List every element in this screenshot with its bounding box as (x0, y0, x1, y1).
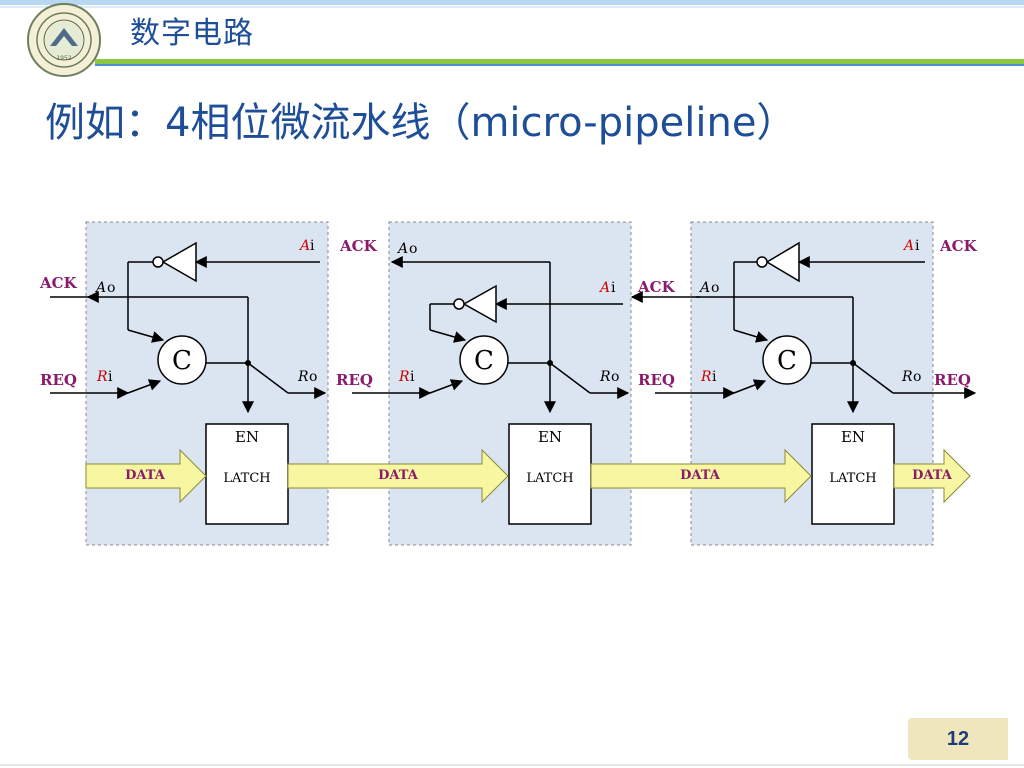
ri-label-i: i (410, 369, 415, 385)
ao-label-o: o (409, 241, 417, 257)
c-element-1: C (157, 335, 207, 385)
ro-label-o: o (913, 369, 921, 385)
ri-label-i: i (108, 369, 113, 385)
ai-label-a: A (598, 280, 610, 296)
latch-label: LATCH (223, 471, 270, 486)
ai-label-i: i (915, 238, 920, 254)
header-title: 数字电路 (130, 16, 254, 51)
inverter-3 (756, 241, 800, 283)
latch-3: EN LATCH (811, 423, 895, 525)
ao-label-a: A (94, 280, 106, 296)
svg-text:1952: 1952 (56, 55, 71, 62)
ri-label-r: R (700, 369, 712, 385)
ack-label: ACK (39, 274, 78, 292)
req-label: REQ (638, 371, 675, 389)
data-label: DATA (680, 468, 721, 483)
ack-label: ACK (637, 278, 676, 296)
latch-label: LATCH (829, 471, 876, 486)
c-element-label: C (172, 346, 192, 376)
ack-label: ACK (939, 237, 978, 255)
ai-label-a: A (902, 238, 914, 254)
footer-divider (0, 764, 1024, 766)
latch-2: EN LATCH (508, 423, 592, 525)
slide-title: 例如：4相位微流水线（micro-pipeline） (45, 100, 797, 146)
ro-label-r: R (901, 369, 913, 385)
req-label: REQ (336, 371, 373, 389)
page-number: 12 (946, 728, 970, 750)
latch-en-label: EN (841, 428, 865, 446)
latch-label: LATCH (526, 471, 573, 486)
signal-labels: ACK REQ ACK REQ ACK REQ ACK REQ (39, 237, 978, 389)
ri-label-r: R (398, 369, 410, 385)
inverter-1 (152, 241, 197, 283)
ro-label-o: o (309, 369, 317, 385)
c-element-label: C (777, 346, 797, 376)
ai-label-i: i (310, 238, 315, 254)
ro-label-r: R (599, 369, 611, 385)
header-divider (95, 59, 1024, 64)
ri-label-i: i (712, 369, 717, 385)
ri-label-r: R (96, 369, 108, 385)
ro-label-r: R (297, 369, 309, 385)
header-divider-blue (95, 64, 1024, 66)
ai-label-a: A (298, 238, 310, 254)
ack-label: ACK (339, 237, 378, 255)
data-label: DATA (378, 468, 419, 483)
pipeline-stage-2: C EN LATCH A o A i R i R o (352, 221, 632, 546)
latch-en-label: EN (235, 428, 259, 446)
data-flow: DATA DATA DATA DATA (85, 448, 971, 504)
data-label: DATA (912, 468, 953, 483)
latch-1: EN LATCH (205, 423, 289, 525)
top-decor-bar-light (0, 6, 1024, 8)
req-label: REQ (40, 371, 77, 389)
top-decor-bar (0, 0, 1024, 5)
ao-label-a: A (396, 241, 408, 257)
c-element-2: C (459, 335, 509, 385)
c-element-3: C (762, 335, 812, 385)
university-logo: 1952 (27, 3, 101, 77)
ai-label-i: i (611, 280, 616, 296)
ao-label-o: o (711, 280, 719, 296)
pipeline-stage-1: C EN LATCH A i A o R i R o (50, 221, 329, 546)
page-number-badge (908, 718, 1008, 760)
c-element-label: C (474, 346, 494, 376)
ro-label-o: o (611, 369, 619, 385)
ao-label-o: o (107, 280, 115, 296)
ao-label-a: A (698, 280, 710, 296)
pipeline-stage-3: C EN LATCH A o A i R i R o (630, 221, 977, 546)
latch-en-label: EN (538, 428, 562, 446)
req-label: REQ (934, 371, 971, 389)
data-label: DATA (125, 468, 166, 483)
